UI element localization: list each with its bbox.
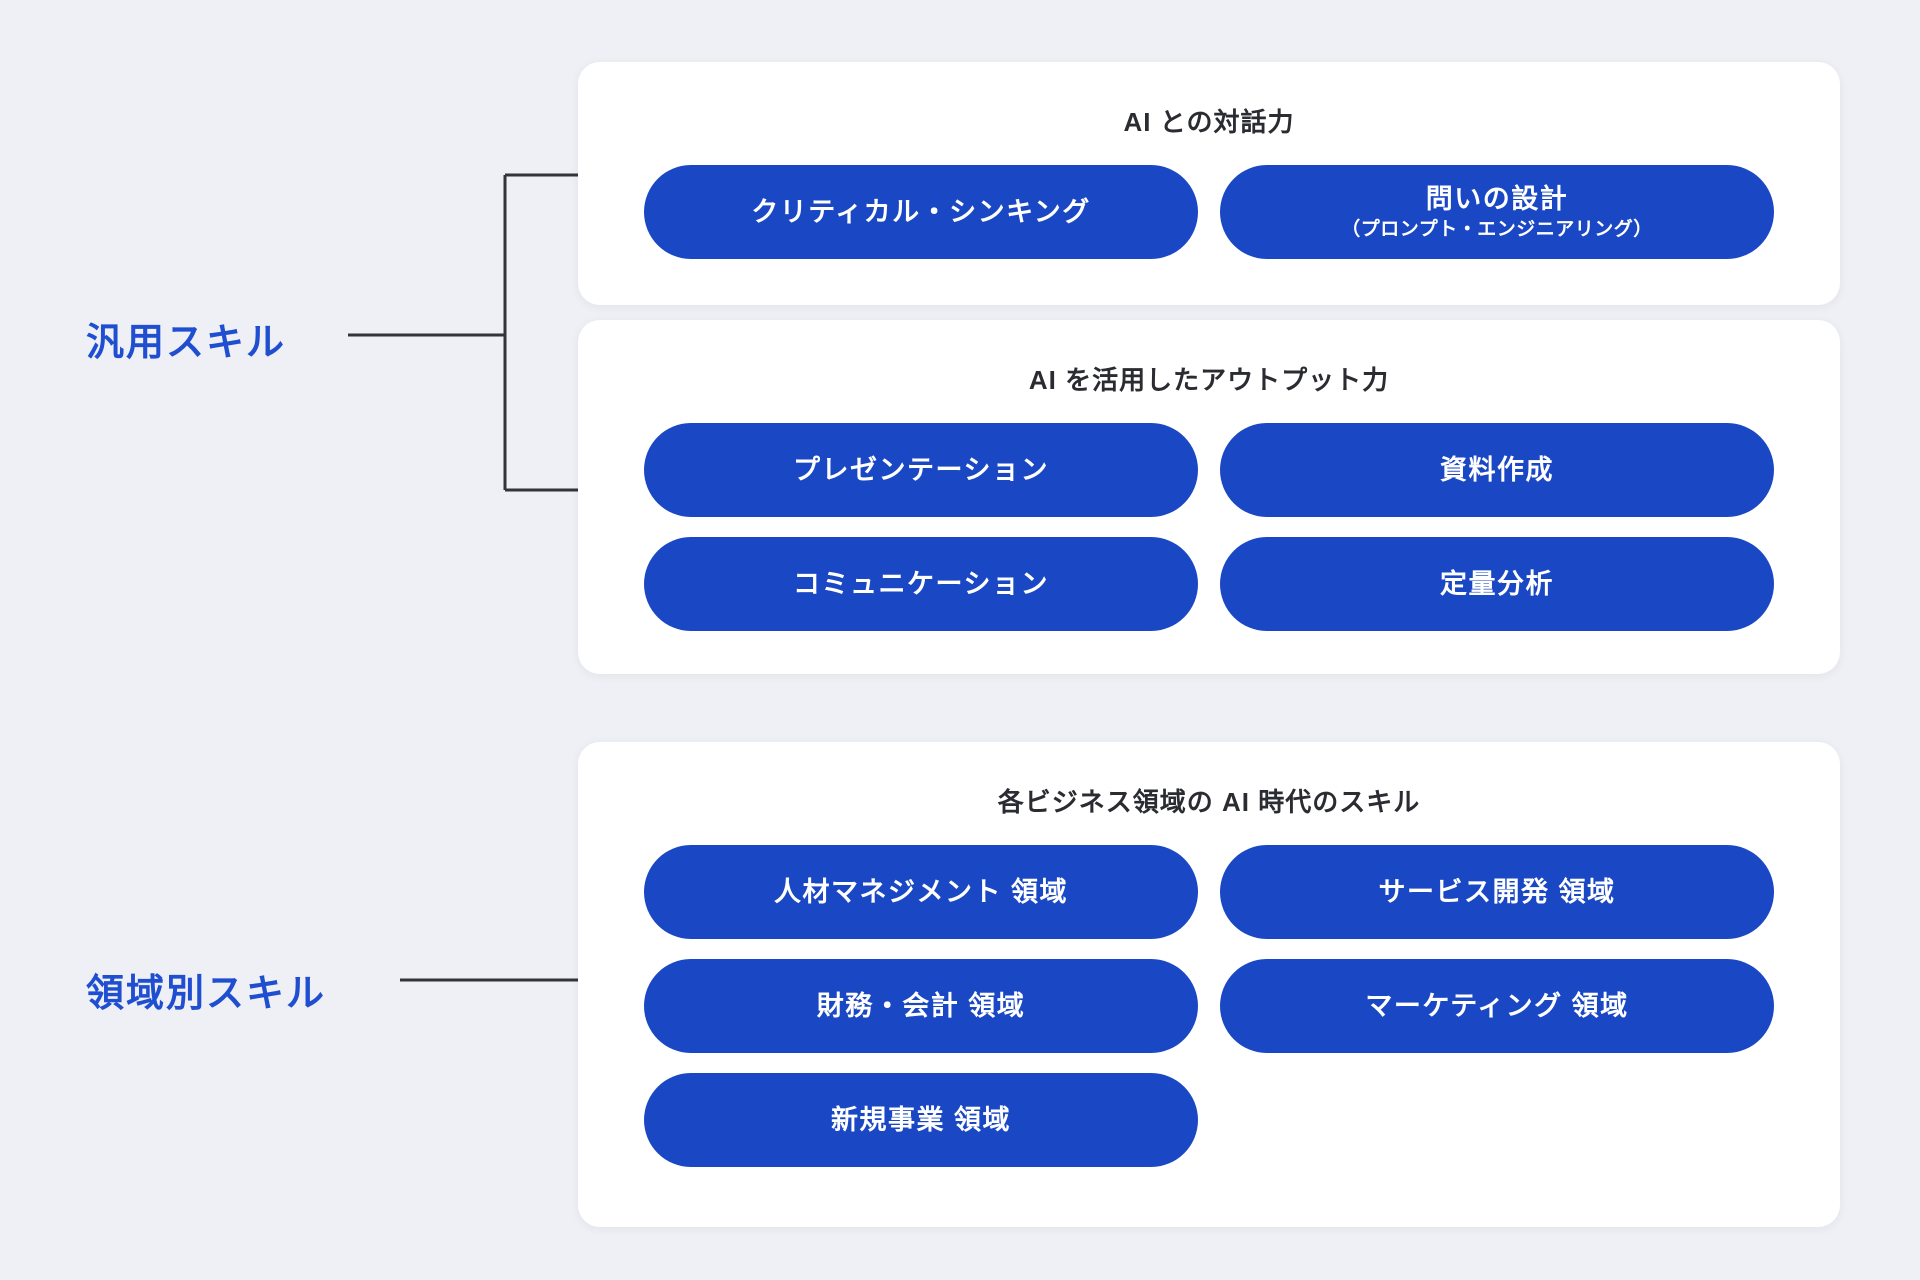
- pill-hr-management-domain[interactable]: 人材マネジメント 領域: [644, 845, 1198, 939]
- card-title-ai-output: AI を活用したアウトプット力: [1028, 365, 1390, 395]
- pill-question-design[interactable]: 問いの設計 （プロンプト・エンジニアリング）: [1220, 165, 1774, 259]
- pill-label: マーケティング 領域: [1365, 990, 1629, 1021]
- pill-label: 資料作成: [1440, 454, 1554, 485]
- pill-critical-thinking[interactable]: クリティカル・シンキング: [644, 165, 1198, 259]
- card-title-business-domains: 各ビジネス領域の AI 時代のスキル: [997, 787, 1421, 817]
- pill-label: 人材マネジメント 領域: [773, 876, 1068, 907]
- pill-label: クリティカル・シンキング: [751, 196, 1091, 227]
- side-label-domain-skills: 領域別スキル: [86, 973, 327, 1015]
- pill-label: サービス開発 領域: [1378, 876, 1616, 907]
- pill-new-business-domain[interactable]: 新規事業 領域: [644, 1073, 1198, 1167]
- pill-label: コミュニケーション: [793, 568, 1049, 599]
- pill-grid-business-domains: 人材マネジメント 領域 サービス開発 領域 財務・会計 領域 マーケティング 領…: [578, 823, 1840, 1167]
- pill-label: 問いの設計: [1425, 183, 1569, 214]
- pill-presentation[interactable]: プレゼンテーション: [644, 423, 1198, 517]
- card-title-ai-dialogue: AI との対話力: [1123, 107, 1295, 137]
- pill-label: 定量分析: [1440, 568, 1554, 599]
- pill-sublabel: （プロンプト・エンジニアリング）: [1341, 218, 1653, 240]
- pill-grid-ai-output: プレゼンテーション 資料作成 コミュニケーション 定量分析: [578, 401, 1840, 631]
- card-business-domains: 各ビジネス領域の AI 時代のスキル 人材マネジメント 領域 サービス開発 領域…: [578, 742, 1840, 1227]
- pill-marketing-domain[interactable]: マーケティング 領域: [1220, 959, 1774, 1053]
- pill-label: 新規事業 領域: [830, 1104, 1011, 1135]
- card-ai-dialogue: AI との対話力 クリティカル・シンキング 問いの設計 （プロンプト・エンジニア…: [578, 62, 1840, 305]
- card-ai-output: AI を活用したアウトプット力 プレゼンテーション 資料作成 コミュニケーション…: [578, 320, 1840, 674]
- pill-label: プレゼンテーション: [793, 454, 1049, 485]
- pill-communication[interactable]: コミュニケーション: [644, 537, 1198, 631]
- pill-document-creation[interactable]: 資料作成: [1220, 423, 1774, 517]
- pill-finance-accounting-domain[interactable]: 財務・会計 領域: [644, 959, 1198, 1053]
- pill-service-development-domain[interactable]: サービス開発 領域: [1220, 845, 1774, 939]
- pill-quantitative-analysis[interactable]: 定量分析: [1220, 537, 1774, 631]
- pill-label: 財務・会計 領域: [816, 990, 1026, 1021]
- side-label-general-skills: 汎用スキル: [86, 322, 287, 364]
- pill-grid-ai-dialogue: クリティカル・シンキング 問いの設計 （プロンプト・エンジニアリング）: [578, 143, 1840, 259]
